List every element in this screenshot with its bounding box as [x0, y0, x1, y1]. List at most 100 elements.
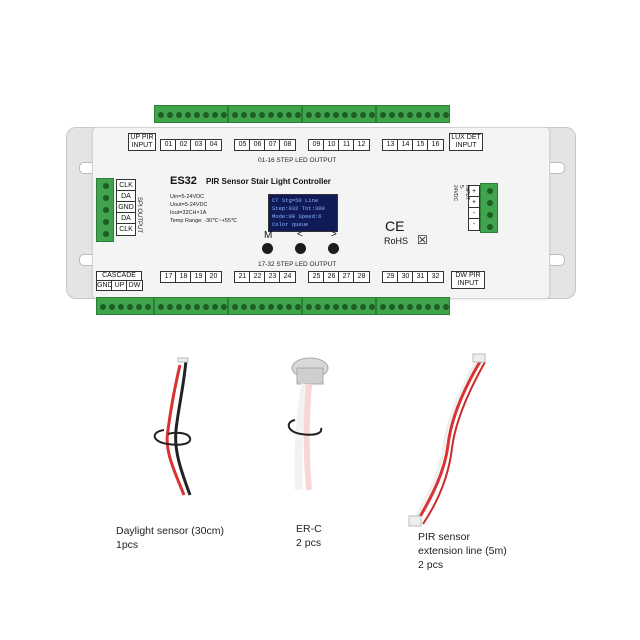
input-pin-label: -	[468, 218, 480, 231]
screen-line: Color queue	[272, 221, 309, 228]
prev-button-label: <	[297, 229, 303, 240]
terminal-screw	[158, 112, 164, 118]
top-channel-label: 08	[279, 139, 296, 151]
daylight-sensor-caption: Daylight sensor (30cm) 1pcs	[116, 524, 224, 552]
terminal-screw	[342, 304, 348, 310]
terminal-screw	[185, 304, 191, 310]
terminal-screw	[369, 112, 375, 118]
terminal-screw	[136, 304, 142, 310]
screen-line: Step:032 Tot:300	[272, 205, 325, 212]
pir-extension-name-2: extension line (5m)	[418, 545, 507, 557]
terminal-screw	[103, 183, 109, 189]
top-channel-label: 16	[427, 139, 444, 151]
terminal-screw	[380, 112, 386, 118]
input-voltage-label: INPUT 5-24VDC	[452, 185, 470, 202]
terminal-screw	[425, 304, 431, 310]
terminal-screw	[100, 304, 106, 310]
terminal-screw	[250, 112, 256, 118]
cascade-terminal-block	[96, 297, 154, 315]
terminal-screw	[398, 304, 404, 310]
terminal-screw	[167, 304, 173, 310]
spi-pin-label: GND	[116, 201, 136, 214]
spi-output-label: SPI OUTPUT	[136, 197, 142, 234]
bottom-channel-label: 23	[264, 271, 281, 283]
er-c-qty: 2 pcs	[296, 537, 322, 549]
screen-line: CT Stg=50 Line	[272, 197, 319, 204]
terminal-screw	[425, 112, 431, 118]
terminal-screw	[176, 304, 182, 310]
top-output-title: 01-16 STEP LED OUTPUT	[258, 157, 337, 164]
terminal-screw	[398, 112, 404, 118]
bottom-channel-label: 17	[160, 271, 177, 283]
terminal-screw	[333, 304, 339, 310]
daylight-sensor-qty: 1pcs	[116, 539, 139, 551]
terminal-screw	[185, 112, 191, 118]
bottom-channel-label: 28	[353, 271, 370, 283]
terminal-screw	[443, 304, 449, 310]
terminal-screw	[259, 112, 265, 118]
top-channel-label: 12	[353, 139, 370, 151]
terminal-screw	[369, 304, 375, 310]
terminal-screw	[351, 112, 357, 118]
spi-pin-label: CLK	[116, 223, 136, 236]
bottom-channel-label: 32	[427, 271, 444, 283]
terminal-screw	[333, 112, 339, 118]
terminal-screw	[167, 112, 173, 118]
terminal-screw	[286, 112, 292, 118]
terminal-screw	[487, 224, 493, 230]
top-terminal-block-3	[302, 105, 376, 123]
terminal-screw	[268, 304, 274, 310]
er-c-sensor-image	[287, 357, 329, 491]
spec-line: Uin=5-24VDC	[170, 194, 205, 200]
terminal-screw	[380, 304, 386, 310]
top-channel-label: 11	[338, 139, 355, 151]
terminal-screw	[221, 112, 227, 118]
terminal-screw	[434, 304, 440, 310]
spec-line: Iout=32CH×1A	[170, 210, 207, 216]
pir-extension-cable-image	[408, 353, 486, 527]
spec-line: Uout=5-24VDC	[170, 202, 208, 208]
terminal-screw	[232, 304, 238, 310]
terminal-screw	[487, 188, 493, 194]
bottom-output-title: 17-32 STEP LED OUTPUT	[258, 261, 337, 268]
next-button[interactable]	[328, 243, 339, 254]
terminal-screw	[203, 112, 209, 118]
terminal-screw	[360, 112, 366, 118]
top-terminal-block-1	[154, 105, 228, 123]
terminal-screw	[194, 304, 200, 310]
mode-button-label: M	[264, 230, 273, 241]
terminal-screw	[351, 304, 357, 310]
bottom-terminal-block-3	[302, 297, 376, 315]
terminal-screw	[250, 304, 256, 310]
spec-line: Temp Range: -30℃~+55℃	[170, 218, 238, 224]
terminal-screw	[389, 112, 395, 118]
terminal-screw	[324, 304, 330, 310]
screen-line: Mode:09 Speed:6	[272, 213, 322, 220]
prev-button[interactable]	[295, 243, 306, 254]
terminal-screw	[212, 112, 218, 118]
terminal-screw	[212, 304, 218, 310]
product-name: PIR Sensor Stair Light Controller	[206, 177, 331, 186]
terminal-screw	[487, 212, 493, 218]
terminal-screw	[295, 112, 301, 118]
terminal-screw	[268, 112, 274, 118]
terminal-screw	[407, 304, 413, 310]
up-pir-input-label: UP PIR INPUT	[128, 133, 156, 151]
terminal-screw	[118, 304, 124, 310]
terminal-screw	[232, 112, 238, 118]
terminal-screw	[127, 304, 133, 310]
terminal-screw	[103, 195, 109, 201]
bottom-terminal-block-2	[228, 297, 302, 315]
terminal-screw	[295, 304, 301, 310]
terminal-screw	[103, 207, 109, 213]
next-button-label: >	[331, 229, 337, 240]
terminal-screw	[315, 304, 321, 310]
cascade-pin-label: DW	[126, 280, 143, 291]
pir-extension-caption: PIR sensor extension line (5m) 2 pcs	[418, 530, 507, 572]
mode-button[interactable]	[262, 243, 273, 254]
top-channel-label: 09	[308, 139, 325, 151]
top-terminal-block-2	[228, 105, 302, 123]
terminal-screw	[176, 112, 182, 118]
terminal-screw	[389, 304, 395, 310]
